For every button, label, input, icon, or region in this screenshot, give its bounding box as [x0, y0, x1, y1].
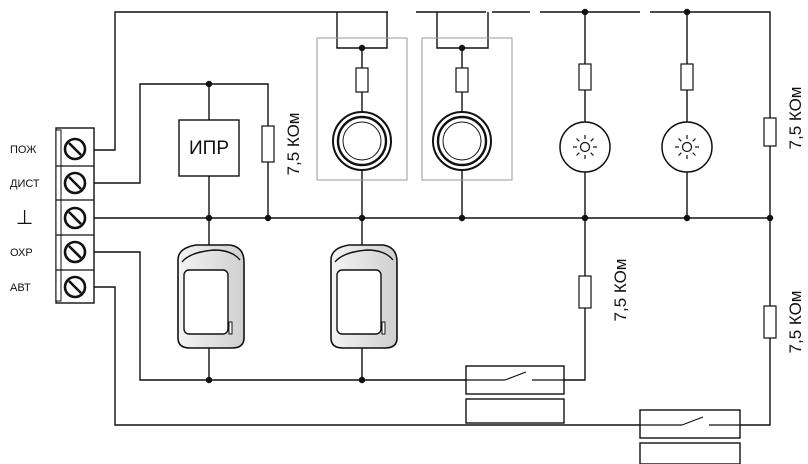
terminal-label-fire: ПОЖ [10, 144, 36, 156]
resistor-label: 7,5 КОм [786, 87, 805, 150]
junction-dot [458, 214, 466, 222]
smoke-detector-frame [421, 37, 513, 181]
junction-dot [205, 376, 213, 384]
resistor [578, 275, 592, 309]
resistor [680, 63, 694, 91]
resistor [763, 305, 777, 339]
terminal-block [55, 127, 95, 304]
resistor-label: 7,5 КОм [611, 259, 630, 322]
terminal-label-ground: ⊥ [16, 207, 33, 229]
reed-switch-icon [639, 409, 741, 464]
junction-dot [205, 80, 213, 88]
smoke-detector-icon [432, 111, 492, 171]
resistor-label: 7,5 КОм [786, 291, 805, 354]
reed-switch-icon [465, 365, 565, 424]
motion-detector-icon [330, 244, 398, 349]
junction-dot [458, 44, 466, 52]
resistor [578, 63, 592, 91]
resistor [455, 67, 469, 93]
junction-dot [358, 376, 366, 384]
terminal-screw-icon [63, 275, 87, 299]
junction-dot [264, 214, 272, 222]
motion-detector-icon [177, 244, 245, 349]
junction-dot [581, 214, 589, 222]
terminal-screw-icon [63, 137, 87, 161]
terminal-label-auto: АВТ [10, 282, 31, 294]
resistor [763, 117, 777, 147]
dist-loop-wire [94, 83, 269, 218]
manual-call-point-icon [178, 119, 240, 177]
auto-loop-wire [94, 218, 771, 426]
junction-dot [683, 8, 691, 16]
fire-loop-wire [94, 11, 771, 218]
terminal-screw-icon [63, 171, 87, 195]
heat-detector-icon [661, 121, 713, 173]
heat-detector-icon [559, 121, 611, 173]
resistor-label: 7,5 КОм [284, 113, 303, 176]
terminal-screw-icon [63, 240, 87, 264]
resistor-stubs [361, 90, 688, 218]
ipr-label: ИПР [189, 138, 229, 159]
resistor [261, 125, 275, 163]
junction-dots [205, 8, 774, 384]
resistor [355, 67, 369, 93]
security-loop-wire [94, 218, 586, 381]
junction-dot [683, 214, 691, 222]
junction-dot [358, 44, 366, 52]
smoke-detector-frame [316, 37, 408, 181]
junction-dot [205, 214, 213, 222]
smoke-detector-icon [332, 111, 392, 171]
junction-dot [581, 8, 589, 16]
terminal-label-security: ОХР [10, 247, 33, 259]
junction-dot [358, 214, 366, 222]
terminal-screw-icon [63, 206, 87, 230]
junction-dot [766, 214, 774, 222]
wires [94, 11, 771, 426]
terminal-label-dist: ДИСТ [10, 178, 40, 190]
